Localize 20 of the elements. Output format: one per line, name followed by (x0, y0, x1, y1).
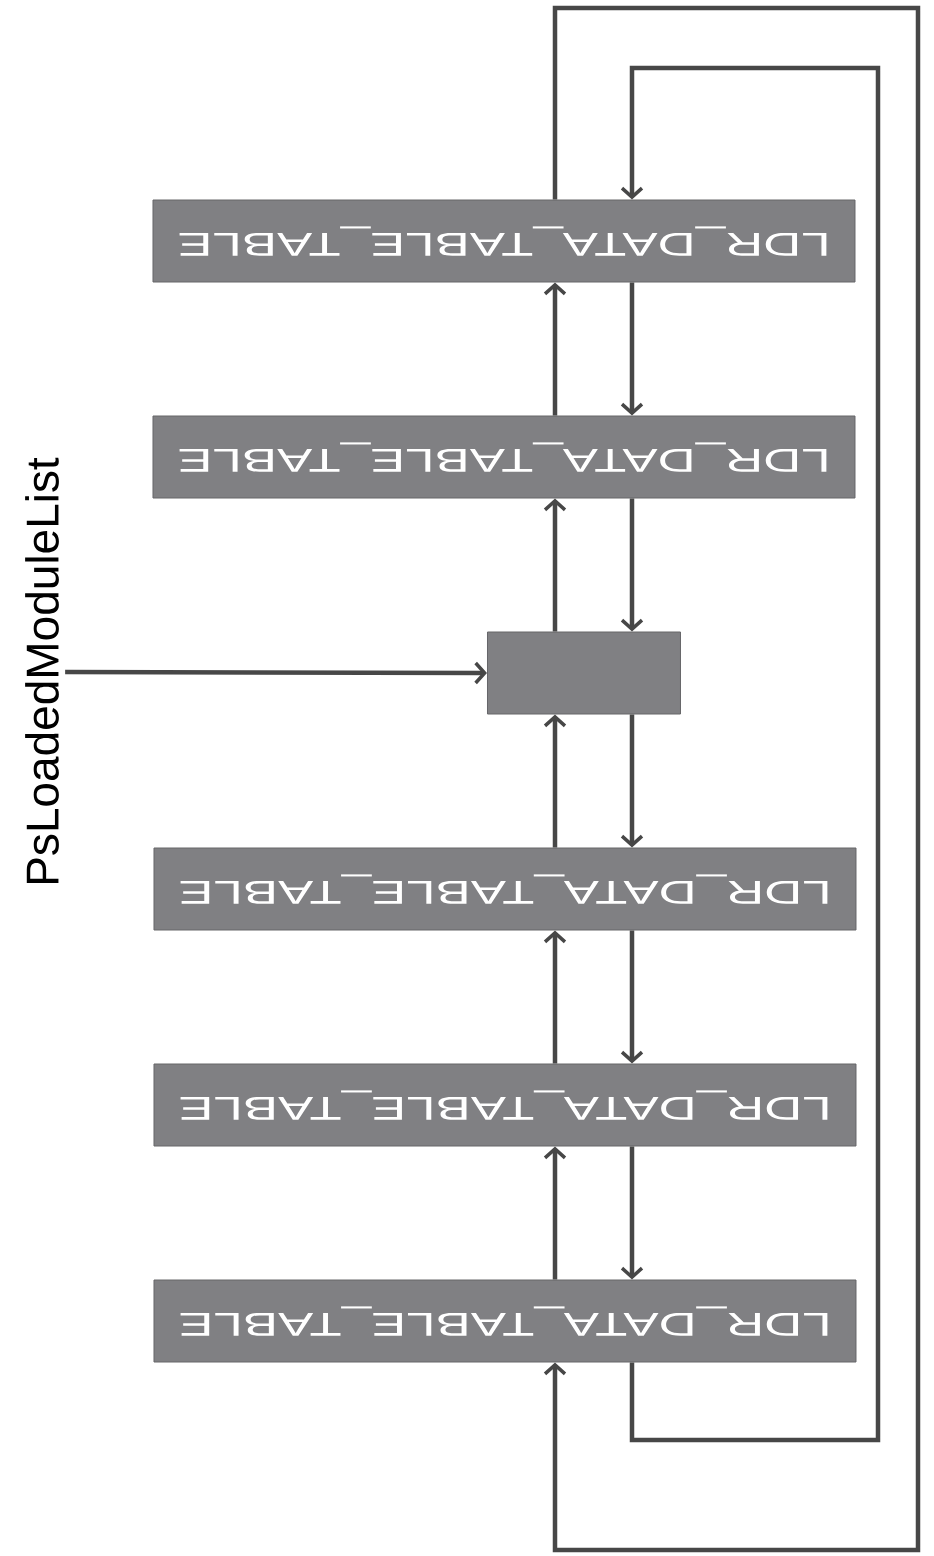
process-box: LDR_DATA_TABLE_TABLE (153, 1063, 857, 1147)
arrow (543, 714, 567, 848)
arrow (543, 282, 567, 416)
process-box: LDR_DATA_TABLE_TABLE (153, 1279, 857, 1363)
arrow (543, 5, 921, 1553)
process-box: LDR_DATA_TABLE_TABLE (153, 847, 857, 931)
arrow (620, 930, 644, 1064)
arrow (620, 1146, 644, 1280)
arrow (65, 661, 487, 685)
empty-box (487, 631, 681, 715)
arrow (620, 65, 881, 1443)
arrow (543, 1146, 567, 1280)
arrow (620, 498, 644, 632)
arrow (620, 282, 644, 416)
arrow (543, 498, 567, 632)
arrow (543, 930, 567, 1064)
process-box: LDR_DATA_TABLE_TABLE (152, 199, 856, 283)
arrow (620, 714, 644, 848)
process-box: LDR_DATA_TABLE_TABLE (152, 415, 856, 499)
rotated-label: PsLoadedModuleList (25, 457, 59, 884)
